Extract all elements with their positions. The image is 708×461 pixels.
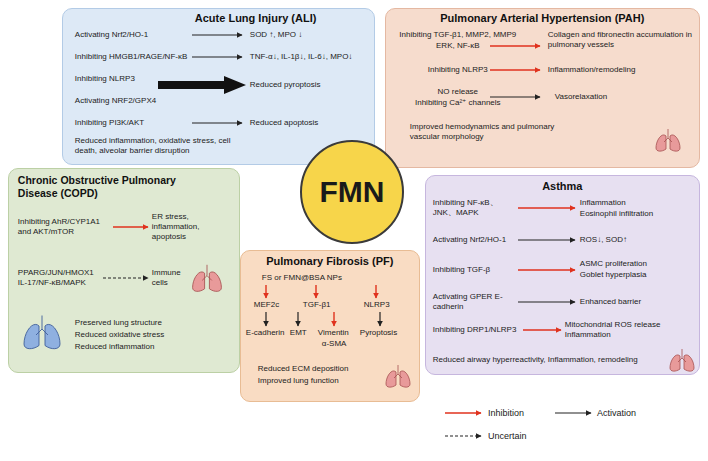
panel-heading: Chronic Obstructive Pulmonary Disease (C… (18, 174, 203, 200)
body-text: Reduced oxidative stress (75, 330, 164, 340)
lung-icon (670, 349, 694, 371)
panel-heading: Pulmonary Arterial Hypertension (PAH) (385, 12, 700, 25)
disease-panel: Acute Lung Injury (ALI) Activating Nrf2/H… (62, 8, 375, 165)
legend-label: Activation (597, 408, 636, 419)
body-text: Inhibiting AhR/CYP1A1 and AKT/mTOR (18, 217, 110, 237)
activation-arrow (518, 301, 575, 302)
body-text: Activating Nrf2/HO-1 (433, 235, 506, 245)
body-text: Reduced inflammation, oxidative stress, … (75, 136, 240, 156)
body-text: Inhibiting Ca²⁺ channels (393, 98, 523, 108)
body-text: ROS↓, SOD↑ (580, 235, 627, 245)
body-text: Improved lung function (258, 376, 339, 386)
thick-arrow (158, 76, 246, 94)
body-text: α-SMA (322, 339, 347, 349)
activation-arrow (192, 56, 242, 57)
body-text: ASMC proliferation (580, 259, 647, 269)
body-text: ER stress, inflammation, apoptosis (152, 212, 227, 242)
inhibition-arrow (490, 69, 540, 70)
center-circle: FMN (300, 140, 404, 244)
body-text: Pyroptosis (360, 328, 397, 338)
inhibition-arrow (518, 269, 575, 270)
body-text: Inhibiting HMGB1/RAGE/NF-κB (75, 52, 187, 62)
legend-sample (555, 412, 591, 413)
panel-heading: Asthma (425, 180, 700, 193)
inhibition-arrow (375, 285, 376, 298)
activation-arrow (192, 122, 242, 123)
body-text: Mitochondrial ROS release Inflammation (565, 320, 665, 340)
body-text: Immune cells (152, 268, 190, 288)
body-text: MEF2c (254, 300, 279, 310)
body-text: Vimentin (318, 328, 349, 338)
lung-icon (24, 316, 60, 349)
inhibition-arrow (113, 226, 148, 227)
legend-sample (445, 435, 481, 436)
legend-label: Inhibition (488, 408, 524, 419)
body-text: NLRP3 (364, 300, 390, 310)
body-text: Inhibiting NLRP3 (393, 65, 523, 75)
body-text: Inhibiting NLRP3 (75, 74, 135, 84)
body-text: Reduced inflammation (75, 342, 155, 352)
disease-panel: AsthmaInhibiting NF-κB、JNK、MAPK Inflammat… (425, 175, 700, 375)
body-text: EMT (290, 328, 307, 338)
disease-panel: Chronic Obstructive Pulmonary Disease (C… (8, 168, 240, 373)
body-text: Improved hemodynamics and pulmonary vasc… (410, 122, 568, 142)
body-text: Activating GPER E-cadherin (433, 292, 508, 312)
body-text: Inhibiting DRP1/NLRP3 (433, 325, 517, 335)
body-text: Reduced pyroptosis (250, 80, 321, 90)
body-text: Reduced ECM deposition (258, 364, 349, 374)
body-text: Collagen and fibronectin accumulation in… (548, 30, 698, 50)
inhibition-arrow (265, 285, 266, 298)
panel-heading: FMN (300, 175, 404, 209)
lung-icon (386, 365, 410, 387)
uncertain-arrow (103, 277, 148, 278)
legend-sample (445, 412, 481, 413)
body-text: Activating NRF2/GPX4 (75, 96, 156, 106)
body-text: Inhibiting NF-κB、JNK、MAPK (433, 198, 511, 218)
body-text: SOD ↑, MPO ↓ (250, 30, 302, 40)
body-text: PPARG/JUN/HMOX1 IL-17/NF-κB/MAPK (18, 268, 96, 288)
activation-arrow (518, 239, 575, 240)
disease-panel: Pulmonary Fibrosis (PF) FS or FMN@BSA NPs… (240, 250, 420, 402)
body-text: E-cadherin (246, 328, 285, 338)
inhibition-arrow (315, 285, 316, 298)
body-text: Vasorelaxation (555, 92, 607, 102)
lung-icon (656, 129, 680, 151)
activation-arrow (265, 312, 266, 326)
panel-heading: Acute Lung Injury (ALI) (195, 12, 317, 25)
inhibition-arrow (333, 312, 334, 326)
body-text: FS or FMN@BSA NPs (262, 273, 342, 283)
activation-arrow (490, 96, 540, 97)
body-text: NO release (393, 87, 523, 97)
panel-heading: Pulmonary Fibrosis (PF) (240, 255, 420, 268)
body-text: ERK, NF-κB (393, 41, 523, 51)
activation-arrow (297, 312, 298, 326)
inhibition-arrow (490, 45, 540, 46)
body-text: Preserved lung structure (75, 318, 162, 328)
body-text: Inflammation/remodeling (548, 65, 636, 75)
activation-arrow (192, 34, 242, 35)
legend-label: Uncertain (488, 431, 527, 442)
body-text: Eosinophil infiltration (580, 209, 653, 219)
inhibition-arrow (518, 207, 575, 208)
body-text: TGF-β1 (303, 300, 331, 310)
body-text: Inhibiting TGF-β (433, 265, 490, 275)
body-text: Reduced airway hyperreactivity, Inflamma… (433, 355, 638, 365)
body-text: Activating Nrf2/HO-1 (75, 30, 148, 40)
body-text: Inflammation (580, 198, 626, 208)
lung-icon (193, 265, 222, 292)
body-text: Enhanced barrier (580, 297, 641, 307)
disease-panel: Pulmonary Arterial Hypertension (PAH) Inh… (385, 8, 700, 168)
body-text: Inhibiting PI3K/AKT (75, 118, 144, 128)
body-text: Reduced apoptosis (250, 118, 319, 128)
inhibition-arrow (523, 329, 561, 330)
body-text: Goblet hyperplasia (580, 270, 647, 280)
body-text: Inhibiting TGF-β1, MMP2, MMP9 (393, 30, 523, 40)
activation-arrow (379, 312, 380, 326)
body-text: TNF-α↓, IL-1β↓, IL-6↓, MPO↓ (250, 52, 353, 62)
